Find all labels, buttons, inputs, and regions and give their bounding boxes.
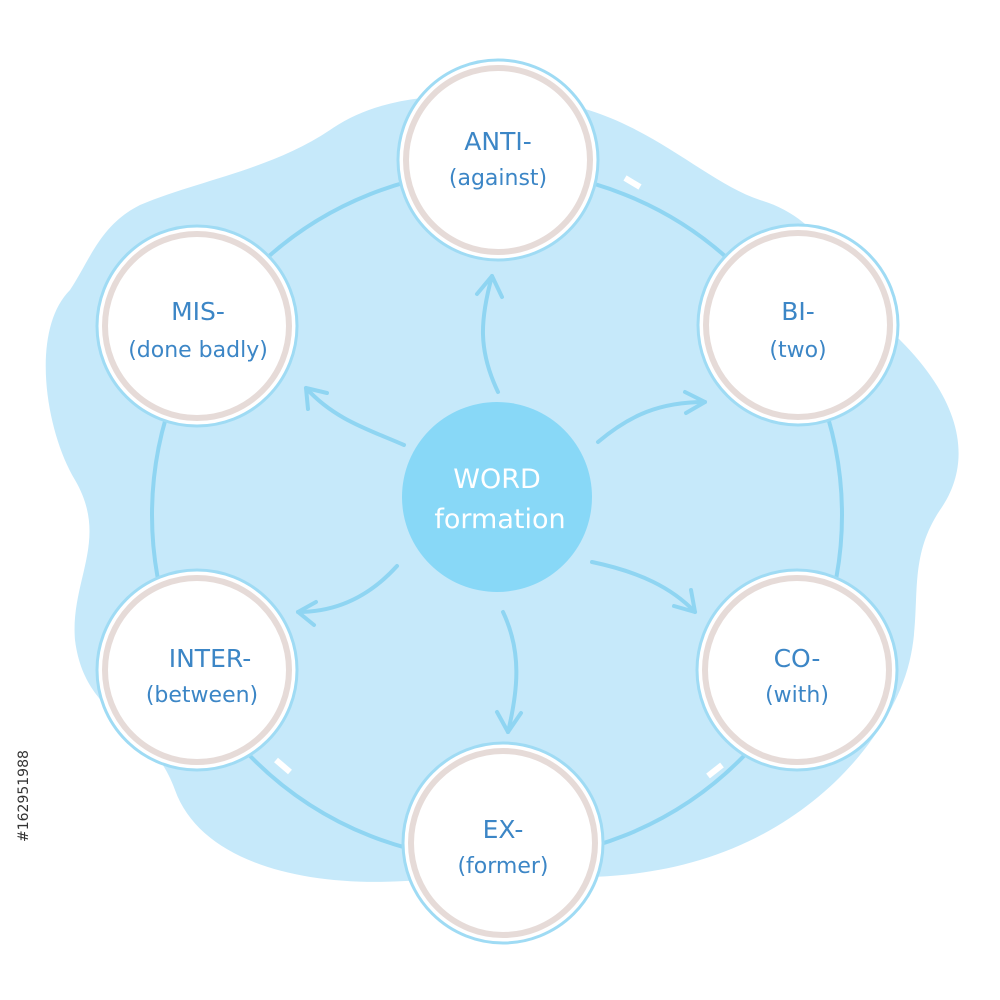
node-inter: INTER- (between) (95, 568, 299, 772)
node-anti: ANTI- (against) (396, 58, 600, 262)
node-co-title: CO- (774, 644, 821, 673)
node-mis-subtitle: (done badly) (128, 338, 268, 363)
node-co: CO- (with) (695, 568, 899, 772)
node-ex-title: EX- (483, 815, 524, 844)
center-node: WORD formation (402, 402, 592, 592)
node-co-subtitle: (with) (765, 683, 829, 708)
arrow-to-inter (296, 564, 399, 614)
node-inter-subtitle: (between) (146, 683, 258, 708)
node-bi-title: BI- (781, 297, 815, 326)
arrow-to-ex-head (495, 710, 523, 734)
arrow-to-mis (304, 386, 406, 447)
arrow-to-bi-head (683, 390, 707, 415)
arrow-to-anti (481, 274, 500, 394)
arrow-to-co (590, 560, 697, 614)
node-ex: EX- (former) (401, 741, 605, 945)
node-ex-subtitle: (former) (457, 854, 548, 879)
node-mis-title: MIS- (171, 297, 225, 326)
arrows-group (296, 274, 707, 734)
node-anti-subtitle: (against) (449, 166, 547, 191)
arrow-to-inter-head (296, 600, 318, 627)
center-title: WORD (453, 464, 541, 495)
arrow-to-bi (596, 400, 707, 444)
node-bi: BI- (two) (696, 223, 900, 427)
side-code: #162951988 (16, 750, 32, 842)
node-anti-title: ANTI- (464, 127, 531, 156)
arrow-to-ex (501, 610, 519, 734)
arrow-to-anti-head (475, 274, 504, 299)
arrow-to-mis-head (304, 386, 329, 411)
node-mis: MIS- (done badly) (95, 224, 299, 428)
center-subtitle: formation (434, 504, 565, 535)
arrow-to-co-head (672, 588, 697, 614)
node-inter-title: INTER- (169, 644, 252, 673)
node-bi-subtitle: (two) (769, 338, 826, 363)
